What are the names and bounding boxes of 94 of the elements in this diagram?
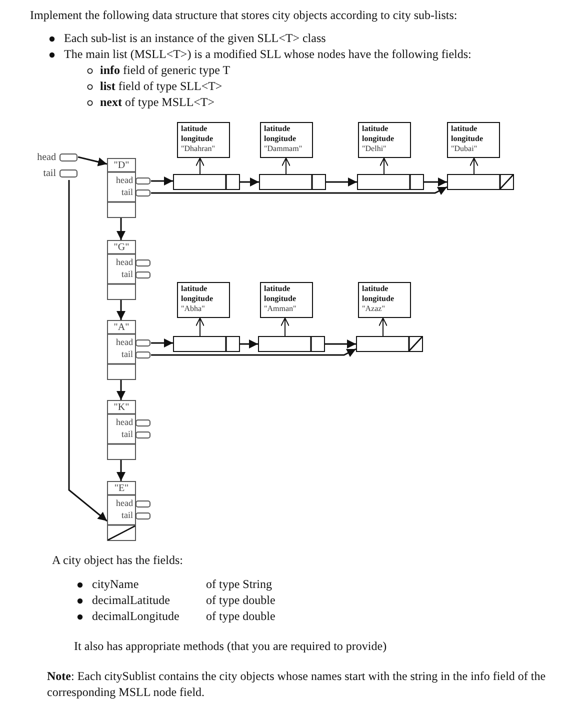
field-text: latitude <box>362 124 390 134</box>
bullet-text: Each sub-list is an instance of the given SLL<T> class <box>64 31 326 46</box>
pointer-arrow <box>240 340 258 348</box>
reference-arrow <box>380 158 388 174</box>
main-list-node <box>107 481 151 541</box>
city-record-box <box>260 122 313 158</box>
field-label: tail <box>122 349 133 360</box>
sub-list-node <box>356 336 423 352</box>
field-text: longitude <box>264 134 298 144</box>
reference-arrow <box>378 318 388 336</box>
city-name-text: "Abha" <box>181 304 206 314</box>
reference-arrow <box>282 158 290 174</box>
pointer-arrow <box>116 300 126 320</box>
field-label: head <box>116 175 133 186</box>
section-text: A city object has the fields: <box>52 553 183 568</box>
field-text: longitude <box>451 134 484 144</box>
main-list-node <box>107 400 151 460</box>
city-name-text: "Dubai" <box>451 144 478 154</box>
sub-list-node <box>259 174 326 190</box>
info-text: "G" <box>112 242 130 253</box>
reference-arrow <box>196 318 204 336</box>
bullet-text: The main list (MSLL<T>) is a modified SLL whose nodes have the following fields: <box>64 47 472 62</box>
bullet-text: next of type MSLL<T> <box>100 95 215 110</box>
field-label: tail <box>42 167 56 180</box>
info-text: "K" <box>112 402 130 413</box>
bullet-text: info field of generic type T <box>100 63 230 78</box>
field-type-text: of type double <box>206 593 276 608</box>
field-label: head <box>116 337 133 348</box>
field-text: latitude <box>181 124 208 134</box>
pointer-arrow <box>116 218 126 240</box>
sub-list-node <box>447 174 514 190</box>
city-name-text: "Dhahran" <box>181 144 216 154</box>
field-text: latitude <box>264 124 292 134</box>
reference-arrow <box>196 158 204 174</box>
field-label: head <box>116 257 133 268</box>
sub-list-node <box>173 174 240 190</box>
bullet-text: list field of type SLL<T> <box>100 79 222 94</box>
pointer-arrow <box>116 460 126 481</box>
pointer-arrow <box>151 176 173 186</box>
info-text: "E" <box>113 483 130 494</box>
main-list-node <box>107 320 151 380</box>
pointer-arrow <box>151 338 173 348</box>
pointer-arrow <box>325 340 356 348</box>
city-name-text: "Delhi" <box>362 144 388 154</box>
sub-list-node <box>258 336 325 352</box>
city-record-box <box>358 122 411 158</box>
field-label: tail <box>122 429 133 440</box>
field-text: longitude <box>181 134 214 144</box>
field-text: latitude <box>181 284 208 294</box>
pointer-arrow <box>326 178 357 186</box>
field-type-text: of type double <box>206 609 276 624</box>
city-name-text: "Amman" <box>264 304 298 314</box>
field-label: head <box>116 498 133 509</box>
note-text: Note: Each citySublist contains the city objects whose names start with the string in the info field of the corresponding MSLL node field. <box>47 668 547 700</box>
field-text: longitude <box>264 294 298 304</box>
reference-arrow <box>280 318 290 336</box>
city-name-text: "Azaz" <box>362 304 386 314</box>
main-list-node <box>107 158 151 218</box>
city-record-box <box>177 282 230 318</box>
reference-arrow <box>470 158 478 174</box>
field-name-text: decimalLatitude <box>92 593 170 608</box>
main-list-node <box>107 240 151 300</box>
field-text: latitude <box>362 284 390 294</box>
pointer-arrow <box>240 178 259 186</box>
sub-list-node <box>357 174 424 190</box>
info-text: "A" <box>112 322 130 333</box>
field-text: longitude <box>181 294 214 304</box>
field-text: latitude <box>451 124 478 134</box>
field-type-text: of type String <box>206 577 272 592</box>
instruction-text: Implement the following data structure that stores city objects according to city sub-lists: <box>30 8 458 23</box>
field-label: tail <box>122 187 133 198</box>
pointer-arrow <box>116 380 126 400</box>
field-text: longitude <box>362 134 396 144</box>
info-text: "D" <box>112 160 130 171</box>
city-record-box <box>358 282 411 318</box>
pointer-arrow <box>151 348 356 358</box>
city-name-text: "Dammam" <box>264 144 304 154</box>
field-name-text: cityName <box>92 577 139 592</box>
pointer-arrow <box>424 178 447 186</box>
note-text: It also has appropriate methods (that you are required to provide) <box>74 639 387 654</box>
field-label: head <box>36 151 56 164</box>
city-record-box <box>260 282 313 318</box>
pointer-arrow <box>151 186 448 196</box>
sub-list-node <box>173 336 240 352</box>
field-text: latitude <box>264 284 292 294</box>
field-name-text: decimalLongitude <box>92 609 180 624</box>
field-label: head <box>116 417 133 428</box>
city-record-box <box>177 122 230 158</box>
field-label: tail <box>122 269 133 280</box>
city-record-box <box>447 122 500 158</box>
pointer-arrow <box>78 156 108 166</box>
field-label: tail <box>122 510 133 521</box>
pointer-arrow <box>68 180 108 522</box>
field-text: longitude <box>362 294 396 304</box>
